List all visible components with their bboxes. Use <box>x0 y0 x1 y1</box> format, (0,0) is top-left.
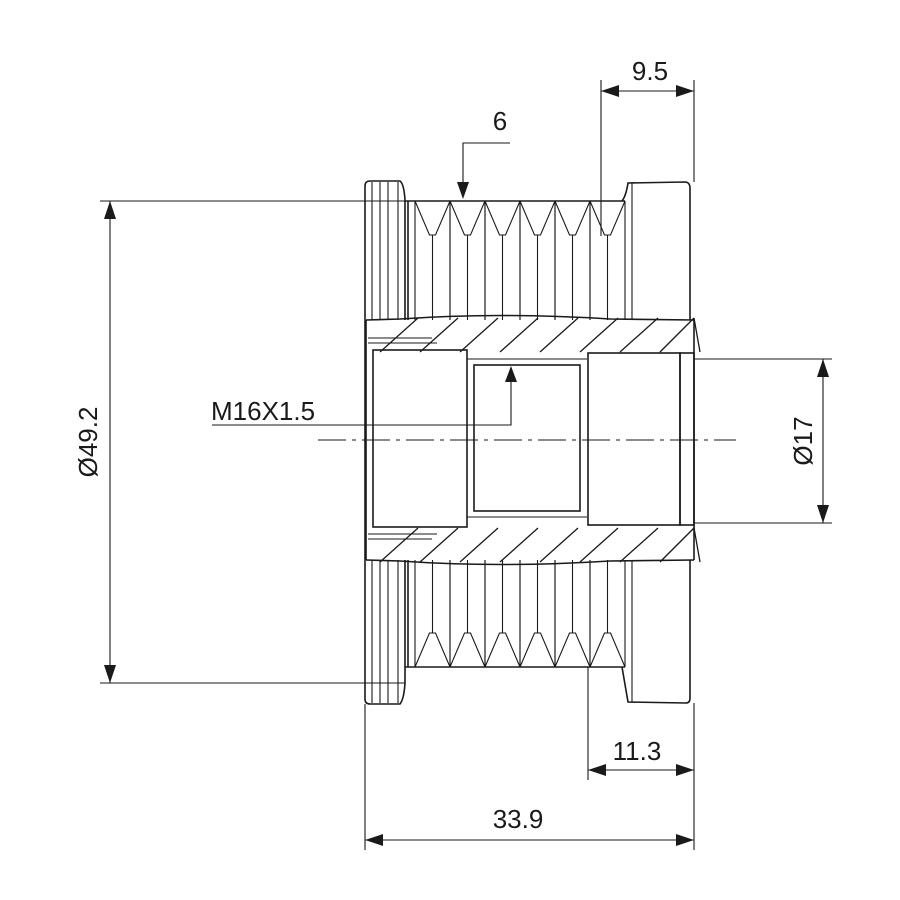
hatch-line <box>539 317 579 353</box>
svg-text:11.3: 11.3 <box>613 736 662 766</box>
rib-groove <box>484 632 521 668</box>
hatch-line <box>579 527 619 563</box>
rib-groove <box>589 200 626 236</box>
dimension-ribs: 6 <box>457 106 510 199</box>
hatch-line <box>693 527 701 563</box>
dimension-outer-diameter: Ø49.2 <box>73 200 405 684</box>
hatch-line <box>379 317 419 353</box>
hatch-line <box>693 317 701 353</box>
hatch-line <box>459 317 499 353</box>
dimension-hub-width: 11.3 <box>587 667 695 850</box>
dimension-flange-width: 9.5 <box>600 56 695 236</box>
hatch-line <box>619 527 659 563</box>
rib-groove <box>589 632 626 668</box>
hatch-line <box>459 527 499 563</box>
svg-text:Ø49.2: Ø49.2 <box>73 407 103 478</box>
hatch-line <box>619 317 659 353</box>
rib-groove <box>414 632 451 668</box>
dimension-total-width: 33.9 <box>364 704 694 850</box>
rib-groove <box>449 632 486 668</box>
svg-text:Ø17: Ø17 <box>788 416 818 465</box>
hatch-line <box>499 527 539 563</box>
hatch-line <box>579 317 619 353</box>
svg-text:33.9: 33.9 <box>493 804 544 834</box>
rib-groove <box>519 200 556 236</box>
hatch-line <box>659 317 695 353</box>
rib-groove <box>519 632 556 668</box>
hatch-line <box>419 527 459 563</box>
rib-groove <box>449 200 486 236</box>
rib-groove <box>554 200 591 236</box>
dimension-thread: M16X1.5 <box>211 366 517 426</box>
dimension-bore-diameter: Ø17 <box>694 358 832 524</box>
hatch-line <box>499 317 539 353</box>
hatch-line <box>419 317 459 353</box>
svg-text:6: 6 <box>493 106 507 136</box>
hatch-line <box>659 527 695 563</box>
svg-text:M16X1.5: M16X1.5 <box>211 396 315 426</box>
hatch-line <box>539 527 579 563</box>
rib-groove <box>414 200 451 236</box>
rib-groove <box>554 632 591 668</box>
rib-groove <box>484 200 521 236</box>
svg-text:9.5: 9.5 <box>632 56 668 86</box>
